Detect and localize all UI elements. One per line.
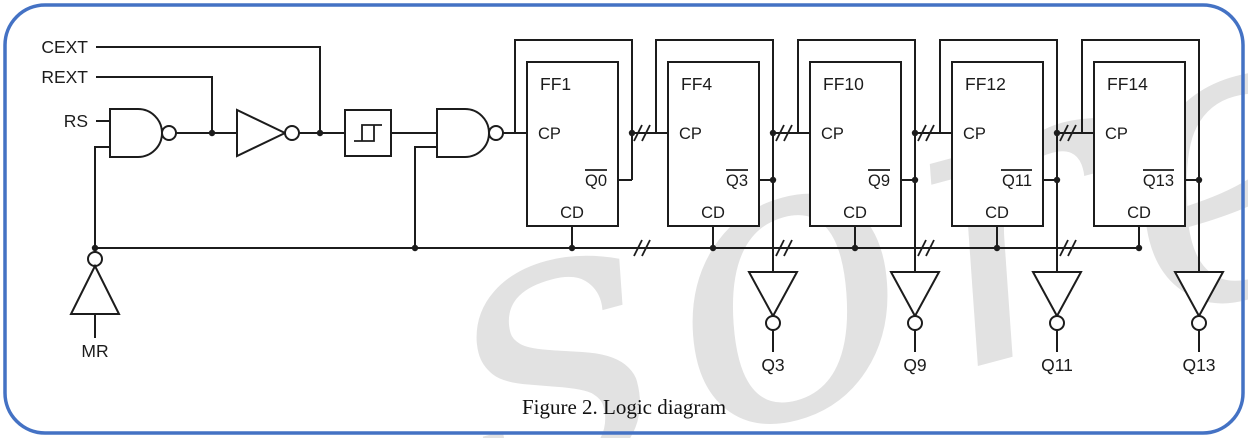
- output-inverter-q11: Q11: [1031, 271, 1083, 375]
- flipflop-ff14: FF14 CP Q13 CD: [1093, 61, 1186, 227]
- schmitt-trigger-block: [344, 109, 392, 157]
- output-q11-label: Q11: [1041, 355, 1073, 375]
- reset-feedback-net: [94, 146, 437, 248]
- ff-name-label: FF12: [965, 74, 1006, 94]
- cd-pin-label: CD: [701, 204, 725, 222]
- nand-gate-1: [109, 108, 177, 158]
- hysteresis-icon: [354, 124, 382, 142]
- inverter-gate-1: [236, 108, 300, 158]
- output-inverter-q3: Q3: [747, 271, 799, 375]
- ff-name-label: FF1: [540, 74, 571, 94]
- ff1-wiring: [514, 39, 668, 248]
- cd-pin-label: CD: [843, 204, 867, 222]
- cd-pin-label: CD: [1127, 204, 1151, 222]
- qbar-pin-label: Q0: [585, 172, 607, 190]
- rext-net: [96, 76, 213, 133]
- cd-pin-label: CD: [985, 204, 1009, 222]
- qbar-pin-label: Q3: [726, 172, 748, 190]
- qbar-pin-label: Q11: [1002, 172, 1032, 190]
- ff12-wiring: [939, 39, 1094, 272]
- inversion-bubble-icon: [907, 315, 923, 331]
- ff10-wiring: [797, 39, 952, 272]
- output-inverter-q9: Q9: [889, 271, 941, 375]
- inversion-bubble-icon: [765, 315, 781, 331]
- cext-net: [96, 46, 321, 133]
- flipflop-ff1: FF1 CP Q0 CD: [526, 61, 619, 227]
- output-q13-label: Q13: [1182, 355, 1215, 375]
- output-q9-label: Q9: [903, 355, 926, 375]
- cp-pin-label: CP: [679, 125, 702, 143]
- rext-label: REXT: [41, 67, 88, 87]
- inversion-bubble-icon: [488, 125, 504, 141]
- cp-pin-label: CP: [963, 125, 986, 143]
- inversion-bubble-icon: [1191, 315, 1207, 331]
- cp-pin-label: CP: [821, 125, 844, 143]
- output-inverter-q13: Q13: [1173, 271, 1225, 375]
- break-marks-icon: [633, 124, 1077, 257]
- output-q3-label: Q3: [761, 355, 784, 375]
- flipflop-ff10: FF10 CP Q9 CD: [809, 61, 902, 227]
- flipflop-ff12: FF12 CP Q11 CD: [951, 61, 1044, 227]
- cd-pin-label: CD: [560, 204, 584, 222]
- cext-label: CEXT: [41, 37, 88, 57]
- flipflop-ff4: FF4 CP Q3 CD: [667, 61, 760, 227]
- figure-caption: Figure 2. Logic diagram: [522, 395, 726, 419]
- qbar-pin-label: Q13: [1143, 172, 1174, 190]
- page-border: [3, 3, 1245, 435]
- ff-name-label: FF4: [681, 74, 712, 94]
- nand-gate-2: [436, 108, 504, 158]
- mr-inverter-gate: [69, 251, 121, 315]
- qbar-pin-label: Q9: [868, 172, 890, 190]
- inversion-bubble-icon: [1049, 315, 1065, 331]
- ff4-wiring: [655, 39, 810, 272]
- ff-name-label: FF14: [1107, 74, 1148, 94]
- inversion-bubble-icon: [284, 125, 300, 141]
- mr-label: MR: [81, 341, 108, 361]
- rs-label: RS: [64, 111, 88, 131]
- ff-name-label: FF10: [823, 74, 864, 94]
- junction-dots: [91, 129, 1203, 252]
- inversion-bubble-icon: [161, 125, 177, 141]
- cp-pin-label: CP: [538, 125, 561, 143]
- cp-pin-label: CP: [1105, 125, 1128, 143]
